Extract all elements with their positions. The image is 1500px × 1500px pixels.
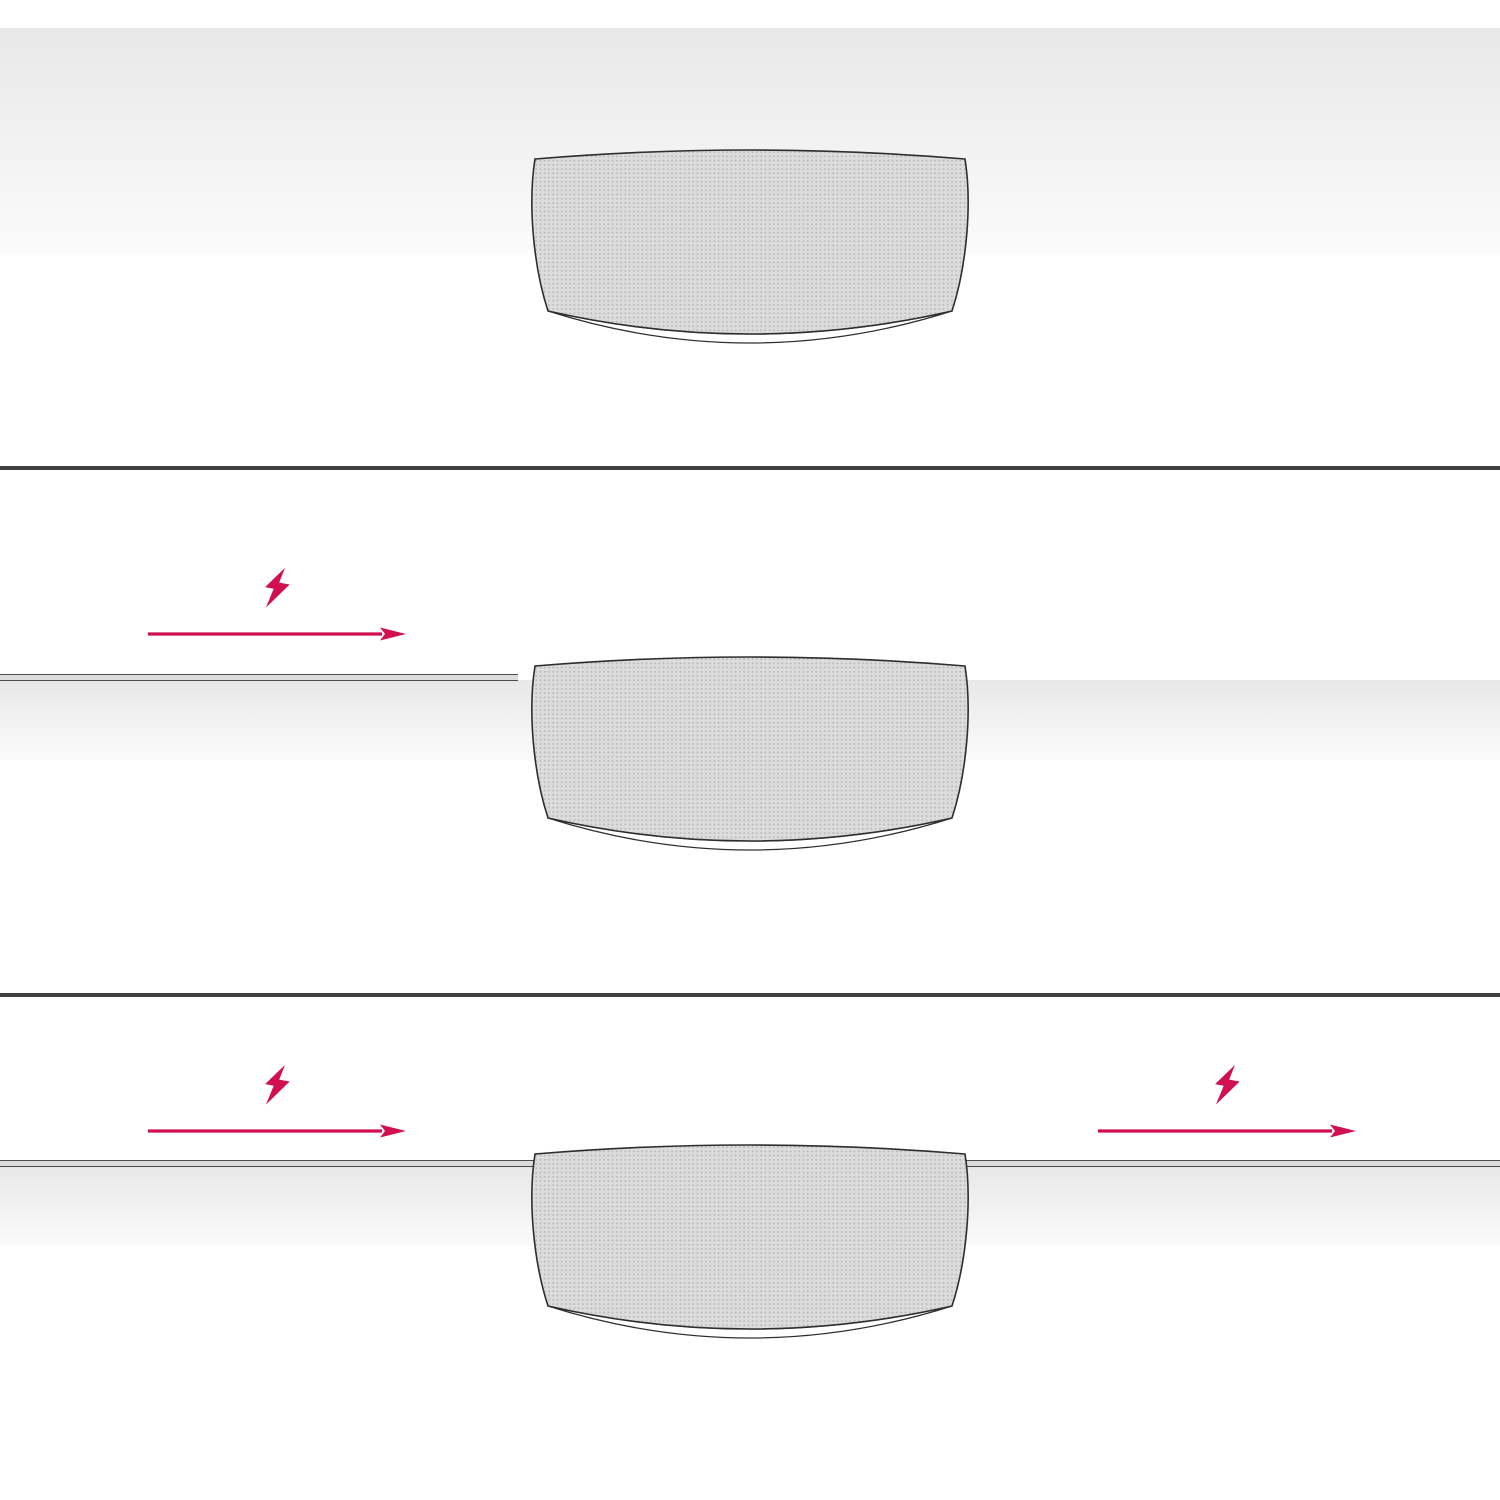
lampshade-fabric xyxy=(531,149,969,335)
lampshade-fabric xyxy=(531,1144,969,1330)
current-flow-indicator-right xyxy=(1098,1063,1356,1141)
lightning-bolt-icon xyxy=(265,567,290,608)
panel-divider xyxy=(0,466,1500,470)
panel-lamp-cable-through xyxy=(0,997,1500,1500)
drum-ceiling-lamp xyxy=(531,149,969,344)
lightning-bolt-icon xyxy=(265,1064,290,1105)
drum-ceiling-lamp xyxy=(531,656,969,851)
arrow-right-icon xyxy=(1098,1124,1356,1138)
lightning-bolt-icon xyxy=(1215,1064,1240,1105)
power-cable-left xyxy=(0,674,518,681)
lampshade-fabric xyxy=(531,656,969,842)
current-flow-indicator-left xyxy=(148,1063,406,1141)
drum-ceiling-lamp xyxy=(531,1144,969,1339)
arrow-right-icon xyxy=(148,627,406,641)
panel-divider xyxy=(0,993,1500,997)
current-flow-indicator-left xyxy=(148,566,406,644)
panel-lamp-no-cable xyxy=(0,0,1500,466)
panel-lamp-cable-in xyxy=(0,470,1500,993)
arrow-right-icon xyxy=(148,1124,406,1138)
